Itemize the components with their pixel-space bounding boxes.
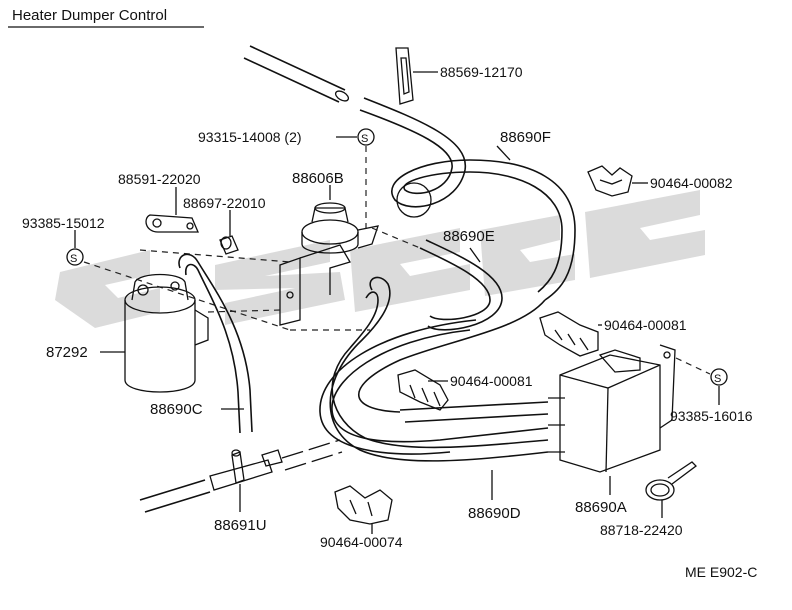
label-90464-00074: 90464-00074 — [320, 534, 403, 550]
clip-90464-00074 — [334, 485, 393, 534]
clamp-88718 — [645, 461, 697, 518]
clip-90464-00082 — [587, 165, 648, 197]
diagram-title: Heater Dumper Control — [12, 7, 167, 24]
label-88718-22420: 88718-22420 — [600, 522, 683, 538]
hose-88690E — [419, 239, 503, 331]
hose-88690F — [359, 97, 576, 301]
label-90464-00081-upper: 90464-00081 — [604, 317, 687, 333]
hose-bundle-88690D — [319, 276, 549, 500]
label-88697-22010: 88697-22010 — [183, 195, 266, 211]
leader-88690F — [496, 145, 511, 161]
bracket-88591 — [145, 187, 199, 233]
label-90464-00082: 90464-00082 — [650, 175, 733, 191]
label-90464-00081-lower: 90464-00081 — [450, 373, 533, 389]
canister-87292 — [100, 273, 209, 393]
clip-90464-00081-upper — [539, 311, 602, 357]
valve-box-88690A — [548, 344, 676, 495]
label-87292: 87292 — [46, 344, 88, 361]
tee-joint-88691U — [139, 439, 343, 513]
washer-93385-16016: S — [675, 357, 728, 405]
dashed-connectors — [207, 227, 421, 331]
label-88591-22020: 88591-22020 — [118, 171, 201, 187]
svg-text:S: S — [70, 253, 77, 265]
svg-text:S: S — [361, 133, 368, 145]
label-88691U: 88691U — [214, 517, 267, 534]
hose-88690C — [178, 253, 253, 434]
label-88690F: 88690F — [500, 129, 551, 146]
washer-93385-15012: S — [66, 230, 291, 331]
label-88690C: 88690C — [150, 401, 203, 418]
diagram-code: ME E902-C — [685, 564, 757, 580]
screw-88697 — [219, 210, 239, 255]
label-88690D: 88690D — [468, 505, 521, 522]
washer-93315: S — [336, 128, 375, 230]
actuator-88606B — [279, 185, 379, 326]
label-93385-15012: 93385-15012 — [22, 215, 105, 231]
clip-90464-00081-lower — [397, 369, 449, 411]
hose-top — [243, 45, 350, 103]
label-88690E: 88690E — [443, 228, 495, 245]
label-88569-12170: 88569-12170 — [440, 64, 523, 80]
clip-88569 — [395, 47, 438, 105]
label-88690A: 88690A — [575, 499, 627, 516]
label-93315-14008: 93315-14008 (2) — [198, 129, 302, 145]
label-93385-16016: 93385-16016 — [670, 408, 753, 424]
watermark-logo — [55, 190, 705, 328]
label-88606B: 88606B — [292, 170, 344, 187]
svg-text:S: S — [714, 373, 721, 385]
